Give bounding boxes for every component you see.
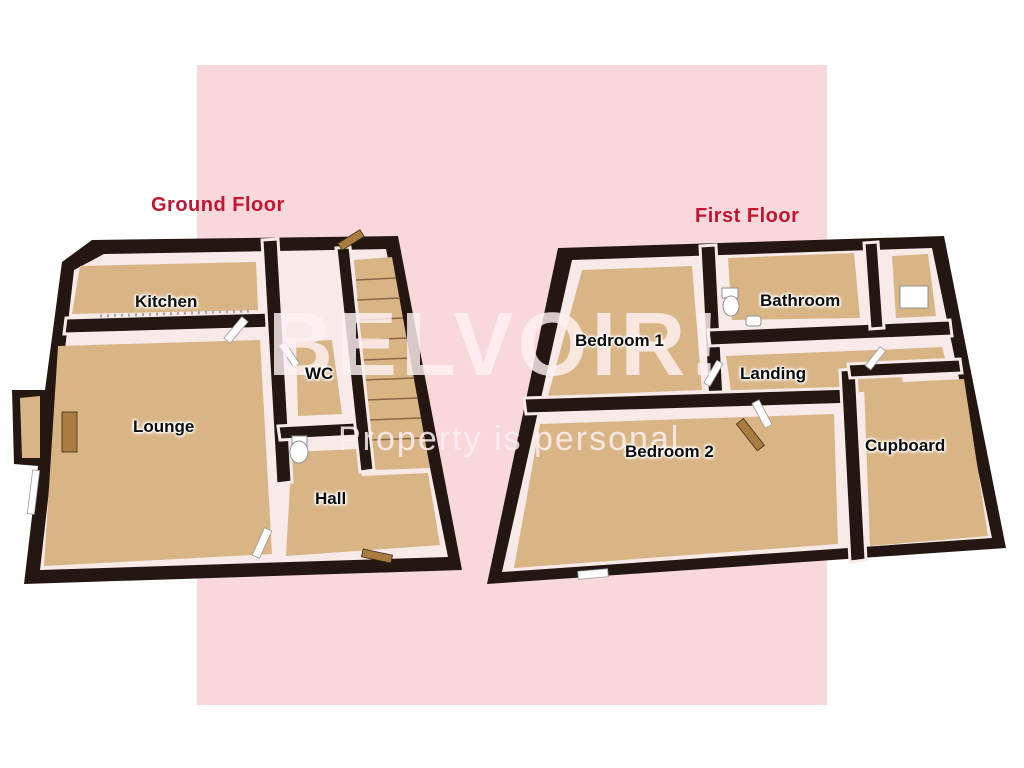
chimney-recess [20,396,40,458]
bathroom-airing-wall [862,240,886,331]
hall-vertical-wall [260,237,294,486]
lounge-floor [44,340,272,566]
room-label-lounge: Lounge [133,417,195,436]
bathroom-floor [728,253,860,320]
room-label-wc: WC [305,364,334,383]
floor-title-first: First Floor [695,205,800,227]
back-door-icon [337,229,365,251]
floor-title-ground: Ground Floor [151,194,285,216]
watermark-tagline: Property is personal [338,420,681,458]
front-door-icon [361,548,393,564]
room-label-bedroom1: Bedroom 1 [575,331,664,350]
cupboard-door-icon [864,346,887,371]
toilet-icon-first [721,287,740,317]
room-label-hall: Hall [315,489,347,508]
kitchen-floor [72,262,258,314]
room-label-landing: Landing [740,364,807,383]
first-floor-plan [487,236,1006,584]
shower-icon [899,285,929,309]
landing-floor [726,349,904,398]
staircase [354,257,430,470]
kitchen-door-icon [223,316,249,344]
hall-floor [286,449,440,556]
sink-icon [745,315,762,327]
kitchen-tile-dots [99,309,253,318]
room-label-bedroom2: Bedroom 2 [625,442,714,461]
wc-floor [296,340,342,416]
bedroom2-floor [514,414,838,568]
room-label-cupboard: Cupboard [865,436,946,455]
fireplace-icon [61,411,78,453]
lounge-window-icon [26,469,41,515]
bedroom2-window-icon [577,568,609,580]
hall-door-icon [251,527,273,559]
room-label-bathroom: Bathroom [760,291,841,310]
wc-door-icon [278,341,301,369]
bedroom2-door-icon [751,399,773,429]
cupboard-top-wall [846,357,964,380]
toilet-icon [289,435,309,464]
cupboard-floor [864,379,988,546]
bedroom1-floor [548,266,702,396]
stair-door-icon [735,417,765,452]
bedroom1-door-icon [703,359,724,387]
room-label-kitchen: Kitchen [135,292,198,311]
watermark-brand: BELVOIR! [268,295,724,395]
ground-floor-plan [12,229,462,584]
